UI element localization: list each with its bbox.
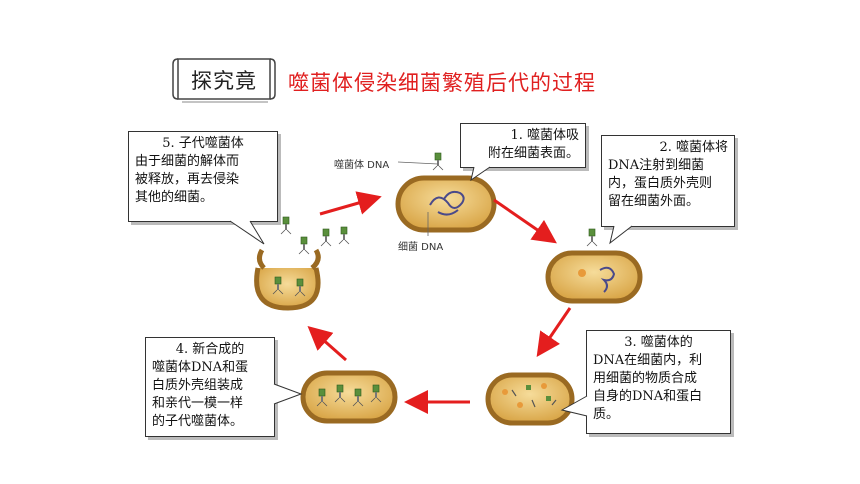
callout-tail-icon — [229, 220, 265, 245]
callout-line: 白质外壳组装成 — [152, 378, 244, 393]
callout-tail-icon — [273, 383, 303, 405]
arrow-2-to-3 — [536, 307, 572, 357]
callout-step-3: 3. 噬菌体的 DNA在细菌内，利 用细菌的物质合成 自身的DNA和蛋白 质。 — [586, 330, 731, 434]
callout-line: DNA在细菌内，利 — [593, 353, 703, 368]
page-title: 噬菌体侵染细菌繁殖后代的过程 — [288, 71, 596, 95]
callout-tail-icon — [560, 395, 588, 417]
callout-step-1: 1. 噬菌体吸 附在细菌表面。 — [460, 123, 586, 168]
callout-line: 用细菌的物质合成 — [593, 371, 698, 386]
title-badge: 探究竟 — [172, 55, 276, 105]
callout-line: 自身的DNA和蛋白 — [593, 389, 703, 404]
callout-line: 留在细菌外面。 — [608, 194, 700, 209]
bacterium-stage-5 — [254, 216, 350, 311]
callout-line: 其他的细菌。 — [135, 190, 214, 205]
bacterium-stage-2 — [545, 228, 643, 304]
callout-line: 内，蛋白质外壳则 — [608, 176, 713, 191]
callout-line: 质。 — [593, 407, 620, 422]
callout-line: 1. 噬菌体吸 — [510, 128, 579, 143]
callout-line: 5. 子代噬菌体 — [162, 136, 244, 151]
callout-step-2: 2. 噬菌体将 DNA注射到细菌 内，蛋白质外壳则 留在细菌外面。 — [601, 135, 735, 227]
callout-line: 2. 噬菌体将 — [659, 140, 728, 155]
badge-label: 探究竟 — [191, 69, 257, 93]
callout-line: 被释放，再去侵染 — [135, 172, 240, 187]
phage-dna-label: 噬菌体 DNA — [334, 160, 390, 171]
callout-line: 噬菌体DNA和蛋 — [152, 360, 249, 375]
callout-tail-icon — [470, 166, 491, 182]
arrow-1-to-2 — [493, 198, 557, 244]
callout-line: DNA注射到细菌 — [608, 158, 705, 173]
callout-tail-icon — [609, 225, 633, 245]
callout-step-5: 5. 子代噬菌体 由于细菌的解体而 被释放，再去侵染 其他的细菌。 — [128, 131, 278, 222]
callout-line: 3. 噬菌体的 — [624, 335, 693, 350]
callout-step-4: 4. 新合成的 噬菌体DNA和蛋 白质外壳组装成 和亲代一模一样 的子代噬菌体。 — [145, 337, 275, 437]
bacterium-stage-4 — [300, 370, 398, 424]
callout-line: 由于细菌的解体而 — [135, 154, 240, 169]
arrow-4-to-5 — [307, 326, 347, 362]
cycle-arrows — [307, 191, 572, 414]
bacterium-stage-3 — [485, 372, 575, 426]
arrow-5-to-1 — [319, 191, 382, 216]
bacteria-dna-label: 细菌 DNA — [398, 242, 444, 253]
bacterium-stage-1 — [395, 152, 497, 236]
callout-line: 附在细菌表面。 — [487, 146, 579, 161]
callout-line: 的子代噬菌体。 — [152, 414, 244, 429]
scroll-frame-icon — [172, 58, 276, 103]
callout-line: 和亲代一模一样 — [152, 396, 244, 411]
callout-line: 4. 新合成的 — [175, 342, 245, 357]
